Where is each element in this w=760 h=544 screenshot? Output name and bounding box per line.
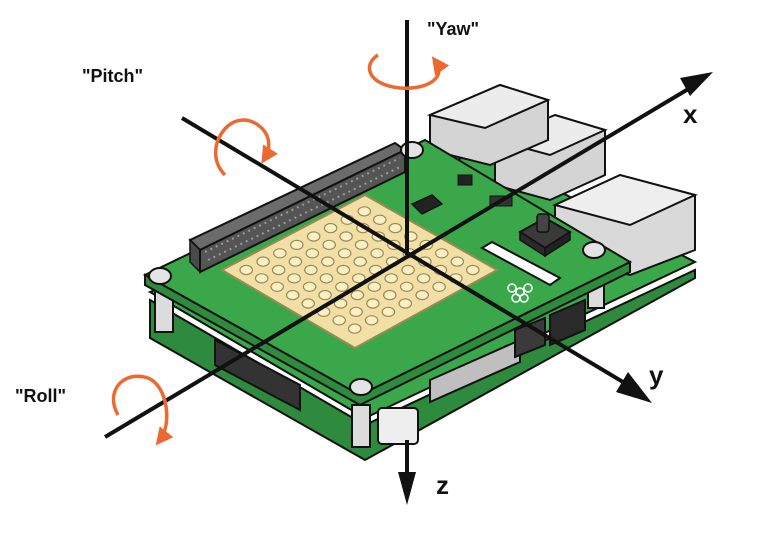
- led-cell: [274, 249, 286, 258]
- led-cell: [320, 274, 332, 283]
- led-cell: [351, 291, 363, 300]
- led-cell: [385, 274, 397, 283]
- led-cell: [355, 240, 367, 249]
- led-cell: [305, 265, 317, 274]
- led-cell: [256, 274, 268, 283]
- standoff-front: [352, 405, 370, 447]
- pitch-label: "Pitch": [82, 66, 143, 86]
- led-cell: [306, 249, 318, 258]
- led-cell: [416, 291, 428, 300]
- led-cell: [319, 291, 331, 300]
- led-cell: [350, 307, 362, 316]
- usb-connector-front: [378, 408, 418, 444]
- led-cell: [368, 282, 380, 291]
- mount-hole-right: [583, 242, 605, 258]
- led-cell: [340, 232, 352, 241]
- led-cell: [365, 316, 377, 325]
- led-cell: [272, 265, 284, 274]
- yaw-rotation-icon: [369, 55, 439, 88]
- led-cell: [382, 307, 394, 316]
- yaw-label: "Yaw": [427, 19, 479, 39]
- mount-hole-top: [401, 142, 423, 158]
- led-cell: [349, 324, 361, 333]
- led-cell: [451, 257, 463, 266]
- led-cell: [374, 215, 386, 224]
- led-cell: [417, 274, 429, 283]
- mount-hole-left: [149, 268, 171, 284]
- led-cell: [287, 291, 299, 300]
- led-cell: [303, 282, 315, 291]
- roll-label: "Roll": [15, 386, 66, 406]
- led-cell: [433, 282, 445, 291]
- led-cell: [401, 282, 413, 291]
- led-cell: [399, 299, 411, 308]
- y-axis-arrowhead: [616, 372, 652, 403]
- x-axis-label: x: [683, 99, 698, 129]
- z-axis-label: z: [436, 470, 449, 500]
- led-cell: [467, 265, 479, 274]
- led-cell: [371, 249, 383, 258]
- led-cell: [302, 299, 314, 308]
- led-cell: [333, 316, 345, 325]
- led-cell: [436, 249, 448, 258]
- small-sensor: [458, 175, 472, 185]
- led-cell: [308, 232, 320, 241]
- led-cell: [367, 299, 379, 308]
- z-axis-arrowhead: [398, 472, 416, 505]
- y-axis-label: y: [649, 360, 664, 390]
- mount-hole-front: [350, 379, 372, 395]
- led-cell: [288, 274, 300, 283]
- led-cell: [354, 257, 366, 266]
- led-cell: [291, 240, 303, 249]
- led-cell: [339, 249, 351, 258]
- led-cell: [322, 257, 334, 266]
- led-cell: [271, 282, 283, 291]
- led-cell: [358, 207, 370, 216]
- roll-rotation-icon: [113, 376, 166, 440]
- led-cell: [257, 257, 269, 266]
- led-cell: [240, 265, 252, 274]
- led-cell: [323, 240, 335, 249]
- led-cell: [337, 265, 349, 274]
- led-cell: [389, 224, 401, 233]
- led-cell: [402, 265, 414, 274]
- led-cell: [384, 291, 396, 300]
- led-cell: [324, 224, 336, 233]
- led-cell: [289, 257, 301, 266]
- led-cell: [336, 282, 348, 291]
